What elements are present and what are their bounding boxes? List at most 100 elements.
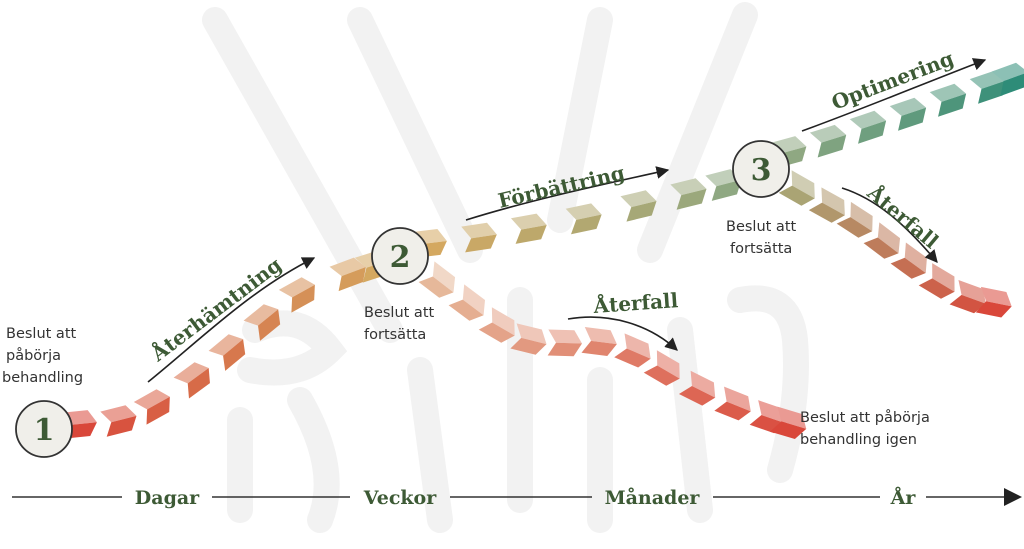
chevron-top-face — [821, 187, 845, 216]
chevron-bottom-face — [714, 401, 751, 421]
chevron-top-face — [980, 286, 1012, 307]
chevron-bottom-face — [898, 107, 927, 131]
step-3-circle — [732, 140, 790, 198]
chevron-segment — [547, 329, 582, 357]
chevron-segment — [133, 389, 170, 425]
improvement-arrow — [465, 166, 670, 221]
recovery-arrow — [147, 257, 316, 383]
chevron-top-face — [991, 62, 1024, 82]
relapse-arrow-1 — [567, 316, 678, 351]
chevron-top-face — [932, 263, 955, 292]
chevron-segment — [448, 284, 485, 321]
chevron-bottom-face — [146, 396, 170, 425]
chevron-segment — [643, 350, 680, 386]
chevron-bottom-face — [676, 188, 707, 210]
chevron-top-face — [491, 307, 515, 336]
chevron-top-face — [462, 284, 485, 316]
relapse-arrow-2 — [841, 187, 938, 263]
chevron-top-face — [565, 203, 602, 220]
chevron-segment — [705, 169, 742, 201]
caption-line: fortsätta — [730, 241, 792, 257]
chevron-bottom-face — [106, 415, 137, 437]
chevron-segment — [243, 304, 281, 341]
watermark-stroke — [637, 2, 758, 263]
chevron-top-face — [173, 362, 209, 384]
journey-paths — [61, 62, 1024, 440]
chevron-top-face — [656, 350, 680, 379]
timeline-axis: Dagar Veckor Månader År — [12, 486, 1022, 509]
chevron-bottom-face — [978, 80, 1007, 104]
chevron-segment — [478, 307, 515, 343]
chevron-top-face — [133, 389, 170, 410]
chevron-segment — [581, 326, 617, 357]
step-2: 2 — [371, 227, 429, 285]
chevron-bottom-face — [975, 301, 1012, 318]
restart-caption: Beslut att påbörja behandling igen — [800, 409, 930, 448]
watermark-stroke — [727, 285, 809, 483]
watermark-stroke — [287, 387, 340, 533]
chevron-bottom-face — [291, 284, 315, 313]
chevron-top-face — [849, 110, 887, 129]
chevron-top-face — [584, 326, 617, 345]
step-2-circle — [371, 227, 429, 285]
timeline-label-years: År — [890, 486, 917, 509]
step-3-number: 3 — [751, 153, 772, 188]
chevron-segment — [510, 323, 547, 355]
timeline-arrowhead — [1004, 488, 1022, 506]
chevron-segment — [678, 370, 716, 406]
timeline-label-months: Månader — [605, 486, 701, 509]
chevron-segment — [991, 62, 1024, 97]
chevron-segment — [849, 110, 887, 144]
chevron-bottom-face — [817, 134, 847, 158]
chevron-bottom-face — [858, 120, 887, 144]
chevron-bottom-face — [515, 224, 547, 244]
chevron-top-face — [510, 213, 547, 230]
chevron-bottom-face — [187, 367, 210, 399]
timeline-label-days: Dagar — [135, 487, 200, 509]
chevron-bottom-face — [949, 294, 986, 314]
chevron-segment — [929, 83, 967, 117]
path-relapse-2 — [778, 170, 1012, 318]
chevron-bottom-face — [808, 202, 845, 223]
chevron-segment — [890, 242, 927, 279]
phase-arrows — [147, 58, 987, 383]
phase-label-relapse-1: Återfall — [592, 288, 680, 318]
chevron-segment — [836, 201, 873, 238]
chevron-top-face — [777, 406, 807, 429]
chevron-segment — [510, 213, 547, 244]
chevron-top-face — [548, 329, 582, 344]
chevron-segment — [714, 386, 751, 421]
chevron-top-face — [516, 323, 547, 345]
chevron-top-face — [889, 97, 927, 116]
chevron-segment — [863, 222, 901, 259]
chevron-segment — [614, 333, 651, 368]
chevron-segment — [889, 97, 927, 131]
chevron-top-face — [624, 333, 651, 359]
chevron-top-face — [208, 334, 244, 356]
chevron-top-face — [791, 170, 815, 199]
chevron-top-face — [724, 386, 751, 412]
chevron-bottom-face — [643, 365, 680, 386]
step-1: 1 — [15, 400, 73, 458]
chevron-top-face — [809, 124, 847, 143]
caption-line: Beslut att — [364, 305, 435, 321]
chevron-top-face — [432, 261, 456, 293]
chevron-bottom-face — [465, 234, 497, 253]
path-optimization — [770, 62, 1024, 169]
chevron-bottom-face — [547, 342, 582, 357]
chevron-bottom-face — [614, 348, 651, 368]
watermark-stroke — [237, 310, 348, 386]
chevron-segment — [975, 286, 1012, 318]
path-relapse-1 — [418, 261, 807, 440]
chevron-top-face — [461, 222, 497, 239]
watermark-stroke — [667, 317, 713, 523]
chevron-segment — [208, 334, 246, 371]
background-watermark — [202, 2, 809, 533]
chevron-bottom-face — [836, 217, 873, 238]
chevron-segment — [100, 405, 137, 437]
chevron-bottom-face — [510, 337, 547, 355]
caption-line: behandling — [2, 370, 83, 386]
step-1-number: 1 — [34, 413, 55, 448]
